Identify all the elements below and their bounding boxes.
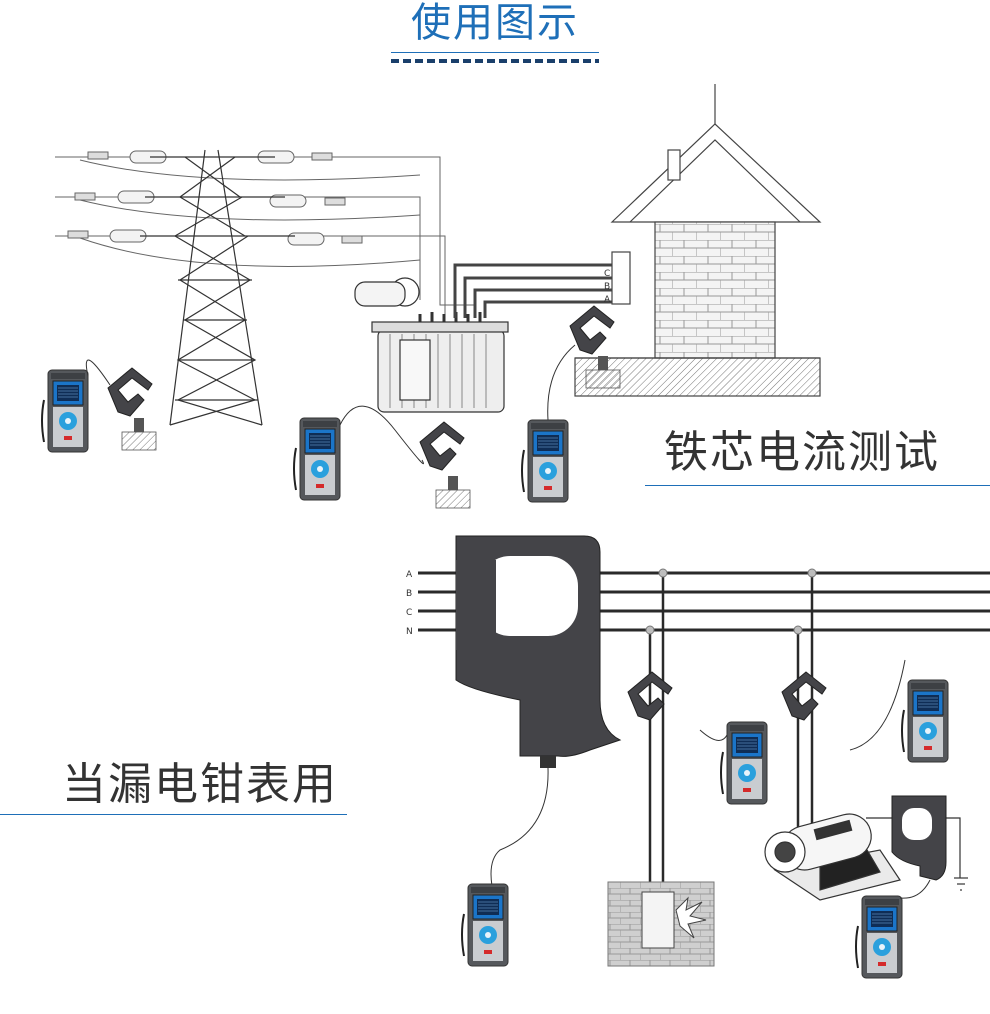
phase-label-a: A: [604, 295, 611, 305]
bus-label-b: B: [406, 589, 412, 599]
insulators: [68, 151, 362, 245]
meter-large-clamp: [462, 884, 508, 966]
bus-label-n: N: [406, 627, 413, 637]
bus-label-a: A: [406, 570, 413, 580]
bus-labels: A B C N: [406, 570, 413, 637]
phase-labels: C B A: [604, 269, 611, 305]
motor-icon: [765, 809, 900, 900]
transmission-tower-icon: [140, 150, 295, 425]
bus-label-c: C: [406, 608, 412, 618]
large-clamp-icon: [456, 536, 620, 886]
transformer-icon: [355, 278, 508, 412]
phase-label-b: B: [604, 282, 610, 292]
leakage-spark-icon: [608, 882, 714, 966]
clamp-meter-icon: [42, 306, 620, 508]
motor-clamp-icon: [892, 796, 946, 898]
phase-label-c: C: [604, 269, 610, 279]
house-icon: [575, 84, 820, 396]
